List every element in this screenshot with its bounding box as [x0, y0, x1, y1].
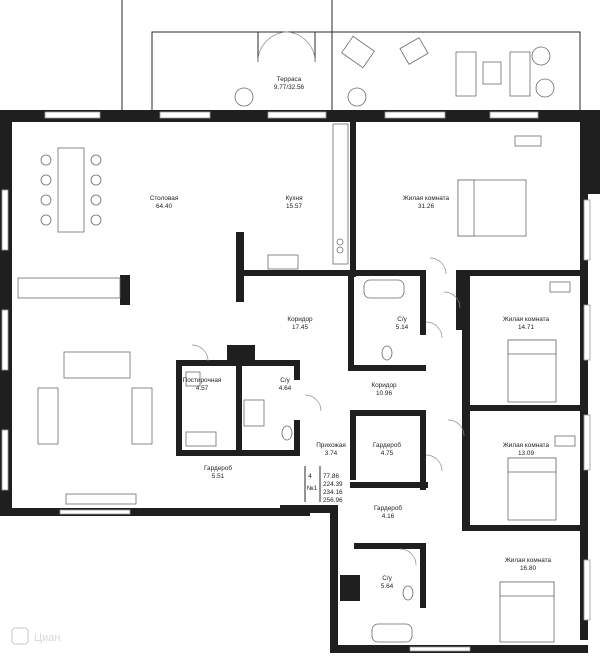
- room-name-wardrobe-2: Гардероб: [204, 464, 232, 472]
- room-area-living-3: 13.09: [518, 450, 534, 457]
- room-name-hall: Прихожая: [316, 442, 346, 449]
- room-name-wardrobe-1: Гардероб: [373, 441, 401, 449]
- kitchen-counter: [332, 123, 349, 265]
- room-area-kitchen: 15.57: [286, 203, 302, 210]
- room-area-bath-1: 5.14: [396, 324, 409, 331]
- room-area-bath-2: 4.64: [279, 385, 292, 392]
- unit-area-living: 77.86: [323, 473, 339, 480]
- unit-area-total: 224.39: [323, 481, 343, 488]
- room-name-bath-1: С/у: [397, 316, 407, 323]
- room-name-terrace: Терраса: [277, 76, 302, 83]
- room-area-corridor-1: 17.45: [292, 324, 308, 331]
- room-area-corridor-2: 10.96: [376, 390, 392, 397]
- bathtub: [363, 279, 405, 299]
- room-name-wardrobe-3: Гардероб: [374, 504, 402, 512]
- room-name-bath-2: С/у: [280, 377, 290, 384]
- sofa: [63, 351, 131, 379]
- room-name-living-3: Жилая комната: [503, 442, 550, 449]
- tv-stand: [65, 493, 137, 505]
- terrace-furniture: [234, 35, 555, 107]
- terrace-area: [121, 0, 581, 115]
- room-area-hall: 3.74: [325, 450, 338, 457]
- room-name-bath-3: С/у: [382, 575, 392, 582]
- sideboard: [17, 277, 121, 299]
- unit-area-4: 256.96: [323, 497, 343, 504]
- furniture: [17, 123, 576, 643]
- watermark-logo-icon: [11, 627, 29, 645]
- room-area-wardrobe-2: 5.51: [212, 473, 225, 480]
- watermark-text: Циан: [34, 632, 60, 644]
- door-swings: [191, 257, 465, 566]
- room-area-terrace: 9.77/32.56: [274, 84, 305, 91]
- armchair: [37, 387, 59, 445]
- unit-number: №1: [307, 485, 318, 492]
- room-labels: Терраса 9.77/32.56 Столовая 64.40 Кухня …: [150, 76, 552, 590]
- room-name-living-1: Жилая комната: [403, 195, 450, 202]
- room-name-kitchen: Кухня: [285, 195, 303, 202]
- interior-walls: [120, 122, 588, 608]
- room-name-living-2: Жилая комната: [503, 316, 550, 323]
- room-area-bath-3: 5.64: [381, 583, 394, 590]
- windows: [1, 111, 591, 652]
- room-area-living-4: 16.80: [520, 565, 536, 572]
- room-name-living-4: Жилая комната: [505, 557, 552, 564]
- unit-rooms-count: 4: [308, 473, 312, 480]
- room-area-living-1: 31.26: [418, 203, 434, 210]
- bathtub: [371, 623, 413, 643]
- unit-area-3: 234.16: [323, 489, 343, 496]
- room-area-wardrobe-3: 4.16: [382, 513, 395, 520]
- dining-table: [57, 147, 85, 233]
- room-area-wardrobe-1: 4.75: [381, 450, 394, 457]
- watermark: Циан: [11, 627, 60, 645]
- room-area-laundry: 4.57: [196, 385, 209, 392]
- unit-info: 4 №1 77.86 224.39 234.16 256.96: [304, 466, 343, 504]
- room-name-corridor-1: Коридор: [287, 316, 313, 323]
- room-name-dining: Столовая: [150, 195, 179, 202]
- room-area-dining: 64.40: [156, 203, 172, 210]
- armchair: [131, 387, 153, 445]
- room-area-living-2: 14.71: [518, 324, 534, 331]
- room-name-corridor-2: Коридор: [371, 382, 397, 389]
- room-name-laundry: Постирочная: [183, 377, 222, 384]
